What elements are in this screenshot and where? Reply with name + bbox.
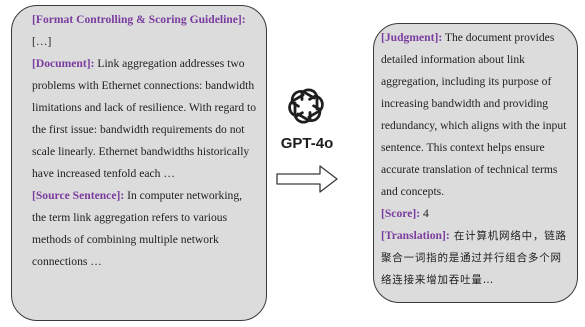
document-label: [Document]: bbox=[32, 57, 95, 70]
format-guideline-text: […] bbox=[32, 35, 52, 48]
translation-text: 在计算机网络中，链路聚合一词指的是通过并行组合多个网络连接来增加吞吐量… bbox=[381, 230, 567, 286]
document-paragraph: [Document]: Link aggregation addresses t… bbox=[32, 53, 258, 185]
translation-paragraph: [Translation]: 在计算机网络中，链路聚合一词指的是通过并行组合多个… bbox=[381, 225, 569, 291]
format-guideline-paragraph: [Format Controlling & Scoring Guideline]… bbox=[32, 9, 258, 53]
source-sentence-paragraph: [Source Sentence]: In computer networkin… bbox=[32, 185, 258, 273]
document-text: Link aggregation addresses two problems … bbox=[32, 57, 257, 180]
output-response-card: [Judgment]: The document provides detail… bbox=[373, 23, 578, 303]
translation-label: [Translation]: bbox=[381, 229, 450, 242]
source-sentence-label: [Source Sentence]: bbox=[32, 189, 125, 202]
openai-logo-icon bbox=[288, 88, 324, 124]
score-value: 4 bbox=[420, 207, 429, 220]
input-prompt-card: [Format Controlling & Scoring Guideline]… bbox=[11, 5, 267, 321]
judgment-paragraph: [Judgment]: The document provides detail… bbox=[381, 27, 569, 203]
right-arrow-icon bbox=[276, 165, 338, 193]
judgment-label: [Judgment]: bbox=[381, 31, 443, 44]
score-paragraph: [Score]: 4 bbox=[381, 203, 569, 225]
score-label: [Score]: bbox=[381, 207, 421, 220]
source-sentence-text: In computer networking, the term link ag… bbox=[32, 189, 243, 268]
format-guideline-label: [Format Controlling & Scoring Guideline]… bbox=[32, 13, 246, 26]
judgment-text: The document provides detailed informati… bbox=[381, 31, 567, 198]
model-name-label: GPT-4o bbox=[280, 135, 334, 152]
